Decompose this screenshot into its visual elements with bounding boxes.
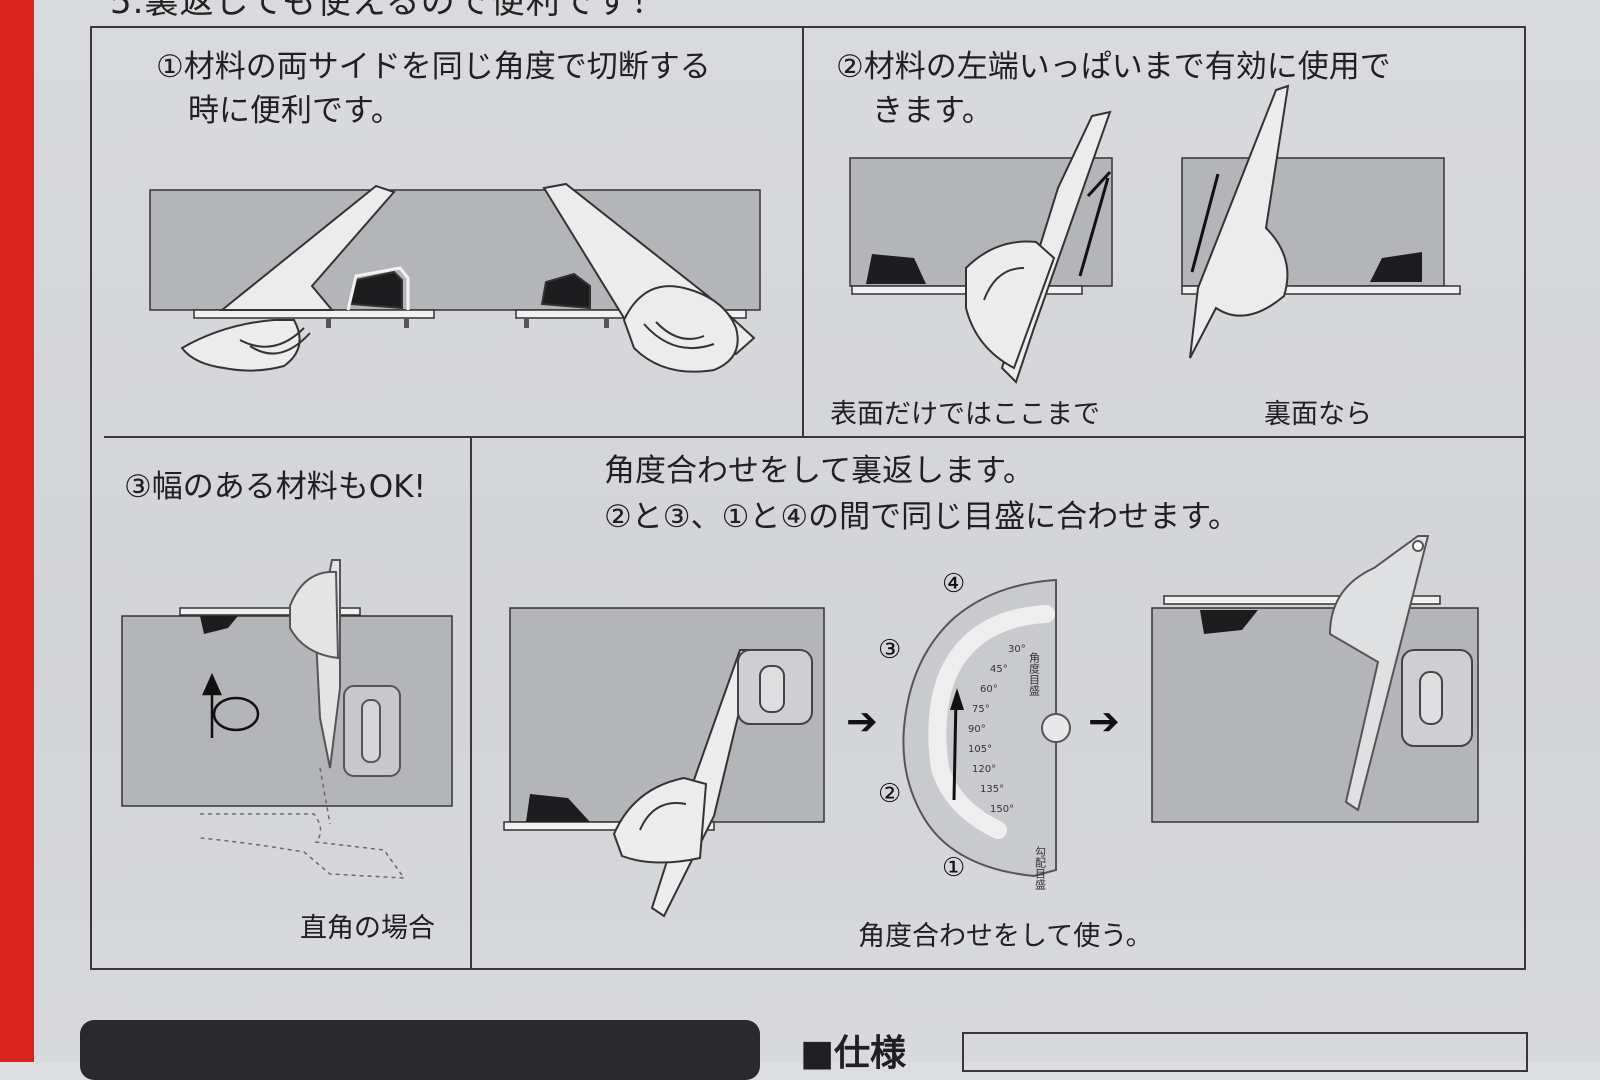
tick-45: 45° [990,664,1008,675]
square-front [965,110,1112,384]
protractor-gauge: 30° 45° 60° 75° 90° 105° 120° 135° 150° … [902,578,1071,890]
label-right-angle: 直角の場合 [300,913,435,944]
square-tool-right [542,182,756,373]
footer-dark-bar [80,1020,760,1080]
panel3-caption: ③幅のある材料もOK! [124,469,426,505]
jig-block-left [346,266,410,311]
spec-table-top [962,1032,1528,1072]
square-right [1328,535,1430,812]
fence-right [1163,595,1441,605]
panel2-illustration [849,84,1461,384]
panel-flip-adjust: 角度合わせをして裏返します。 ②と③、①と④の間で同じ目盛に合わせます。 ➔ ➔… [474,438,1524,968]
clamp-right [1401,649,1473,747]
wide-board [121,615,453,807]
fence-screws [326,318,609,328]
tick-105: 105° [968,744,992,755]
marker-4: ④ [942,569,965,599]
panel-wide-material: ③幅のある材料もOK! 直角の場合 [104,438,472,968]
panel4-illustration: ➔ ➔ 30° 45° 60° 75° 90° 105° 120° 135° 1… [503,535,1479,918]
square-left [612,649,756,918]
marker-1: ① [942,853,965,883]
square-tool-left [180,184,396,372]
jig-block-right [540,272,591,310]
panel3-illustration [121,559,453,879]
marker-3: ③ [878,635,901,665]
frame-divider [104,436,1524,438]
gauge-angle-label: 角度目盛 [1028,652,1041,696]
panel-both-sides: ①材料の両サイドを同じ角度で切断する 時に便利です。 [104,28,804,436]
arrow-up-back [1190,173,1220,273]
panel2-caption-line2: きます。 [872,93,993,129]
section-heading: 5.裏返しても使えるので便利です！ [110,0,666,22]
label-use-after-adjust: 角度合わせをして使う。 [858,921,1153,952]
arrow-up-front [1078,177,1110,277]
tick-75: 75° [972,704,990,715]
jig-block-front [866,254,926,284]
jig-block-back [1370,252,1422,282]
tick-60: 60° [980,684,998,695]
tick-150: 150° [990,804,1014,815]
spec-title: ■仕様 [800,1033,907,1074]
tick-90: 90° [968,724,986,735]
label-back-side: 裏面なら [1264,399,1372,430]
panel4-caption-line1: 角度合わせをして裏返します。 [604,453,1034,489]
arrow-right-1: ➔ [846,699,878,743]
fence-bar [179,607,361,616]
clamp [343,685,401,777]
tick-135: 135° [980,784,1004,795]
jig-right [1200,610,1258,634]
gauge-slope-label: 勾配目盛 [1034,846,1047,890]
dashed-outline [199,767,406,879]
label-front-only: 表面だけではここまで [830,399,1100,430]
instruction-frame [90,26,1526,970]
marker-2: ② [878,779,901,809]
panel1-caption-line1: ①材料の両サイドを同じ角度で切断する [156,49,711,85]
panel1-illustration [149,182,761,373]
fence-left [503,821,715,831]
clamp-left [737,649,813,725]
jig-block [200,616,238,634]
tick-30: 30° [1008,644,1026,655]
red-package-edge [0,0,34,1062]
panel2-caption-line1: ②材料の左端いっぱいまで有効に使用で [836,49,1391,85]
tick-120: 120° [972,764,996,775]
square-tool [289,559,341,769]
arrow-right-2: ➔ [1088,699,1120,743]
panel-left-edge: ②材料の左端いっぱいまで有効に使用で きます。 表面だけではここまで 裏面なら [806,28,1524,436]
panel4-caption-line2: ②と③、①と④の間で同じ目盛に合わせます。 [604,499,1240,535]
square-back [1189,84,1290,359]
jig-left [526,794,590,822]
rotate-arrow-icon [202,672,260,738]
panel1-caption-line2: 時に便利です。 [188,93,402,129]
